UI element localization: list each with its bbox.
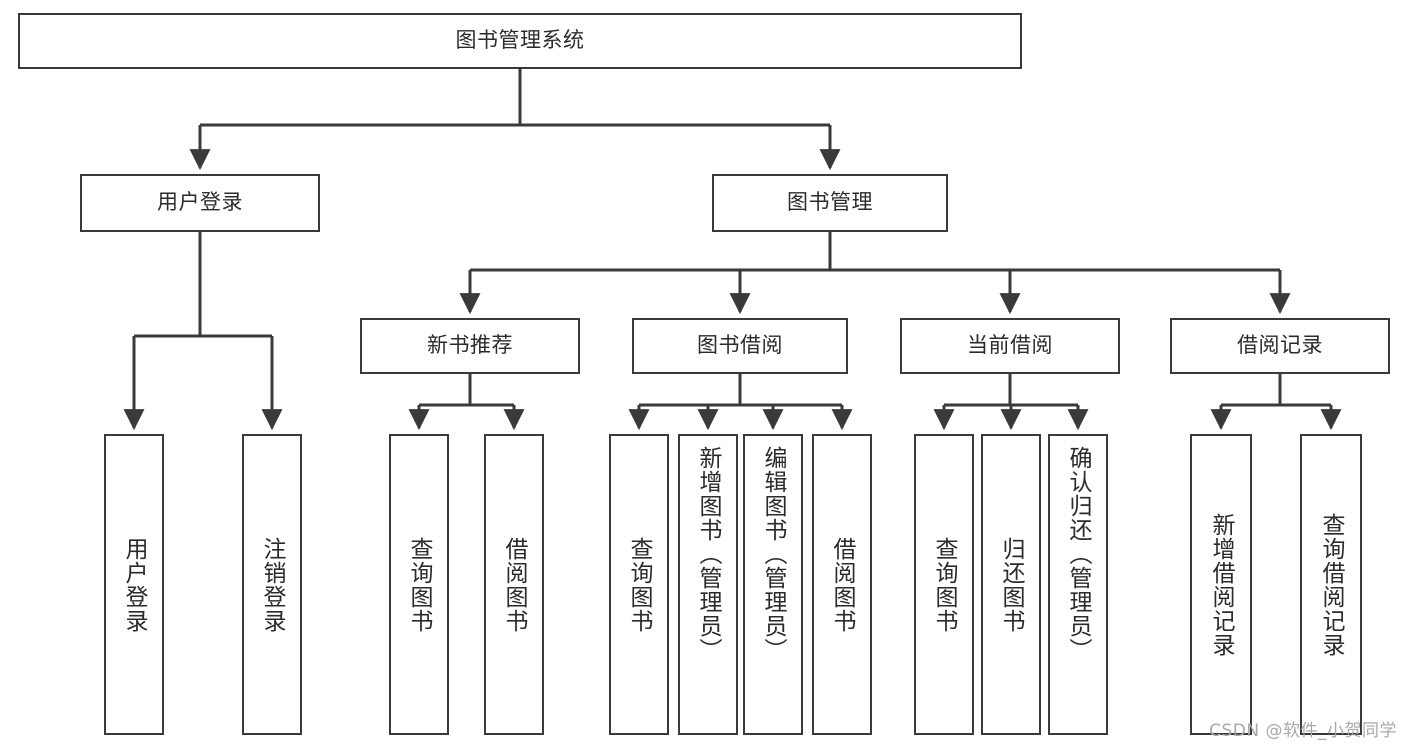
node-leaf-query-book-1[interactable]: 查询图书 [389, 434, 449, 735]
node-leaf-confirm-return-label: 确认归还（管理员） [1065, 446, 1092, 662]
node-user-login[interactable]: 用户登录 [80, 174, 320, 232]
node-leaf-query-book-3-label: 查询图书 [931, 536, 958, 633]
node-user-login-label: 用户登录 [157, 190, 243, 215]
node-borrow-record[interactable]: 借阅记录 [1170, 318, 1390, 374]
node-leaf-edit-book-label: 编辑图书（管理员） [760, 446, 787, 662]
node-new-book-recommend-label: 新书推荐 [427, 333, 513, 358]
node-leaf-user-login-label: 用户登录 [121, 536, 148, 633]
node-leaf-query-book-1-label: 查询图书 [406, 536, 433, 633]
node-leaf-borrow-book-2[interactable]: 借阅图书 [812, 434, 872, 735]
node-leaf-add-record-label: 新增借阅记录 [1208, 512, 1235, 657]
node-book-borrow[interactable]: 图书借阅 [632, 318, 848, 374]
node-leaf-add-record[interactable]: 新增借阅记录 [1190, 434, 1252, 735]
node-leaf-query-book-2-label: 查询图书 [626, 536, 653, 633]
node-leaf-add-book[interactable]: 新增图书（管理员） [678, 434, 738, 735]
node-leaf-user-login[interactable]: 用户登录 [104, 434, 164, 735]
node-leaf-query-book-3[interactable]: 查询图书 [914, 434, 974, 735]
node-current-borrow-label: 当前借阅 [967, 333, 1053, 358]
node-root-label: 图书管理系统 [455, 28, 585, 53]
node-book-manage-label: 图书管理 [787, 190, 873, 215]
node-leaf-query-record-label: 查询借阅记录 [1318, 512, 1345, 657]
node-leaf-return-book[interactable]: 归还图书 [981, 434, 1041, 735]
node-borrow-record-label: 借阅记录 [1237, 333, 1323, 358]
node-new-book-recommend[interactable]: 新书推荐 [360, 318, 580, 374]
node-leaf-borrow-book-1-label: 借阅图书 [501, 536, 528, 633]
node-book-manage[interactable]: 图书管理 [712, 174, 948, 232]
node-book-borrow-label: 图书借阅 [697, 333, 783, 358]
node-leaf-logout[interactable]: 注销登录 [242, 434, 302, 735]
node-leaf-query-record[interactable]: 查询借阅记录 [1300, 434, 1362, 735]
node-leaf-return-book-label: 归还图书 [998, 536, 1025, 633]
node-root[interactable]: 图书管理系统 [18, 13, 1022, 69]
node-leaf-logout-label: 注销登录 [259, 536, 286, 633]
node-leaf-query-book-2[interactable]: 查询图书 [609, 434, 669, 735]
node-leaf-borrow-book-1[interactable]: 借阅图书 [484, 434, 544, 735]
node-leaf-edit-book[interactable]: 编辑图书（管理员） [743, 434, 803, 735]
node-current-borrow[interactable]: 当前借阅 [900, 318, 1120, 374]
node-leaf-add-book-label: 新增图书（管理员） [695, 446, 722, 662]
node-leaf-confirm-return[interactable]: 确认归还（管理员） [1048, 434, 1108, 735]
node-leaf-borrow-book-2-label: 借阅图书 [829, 536, 856, 633]
